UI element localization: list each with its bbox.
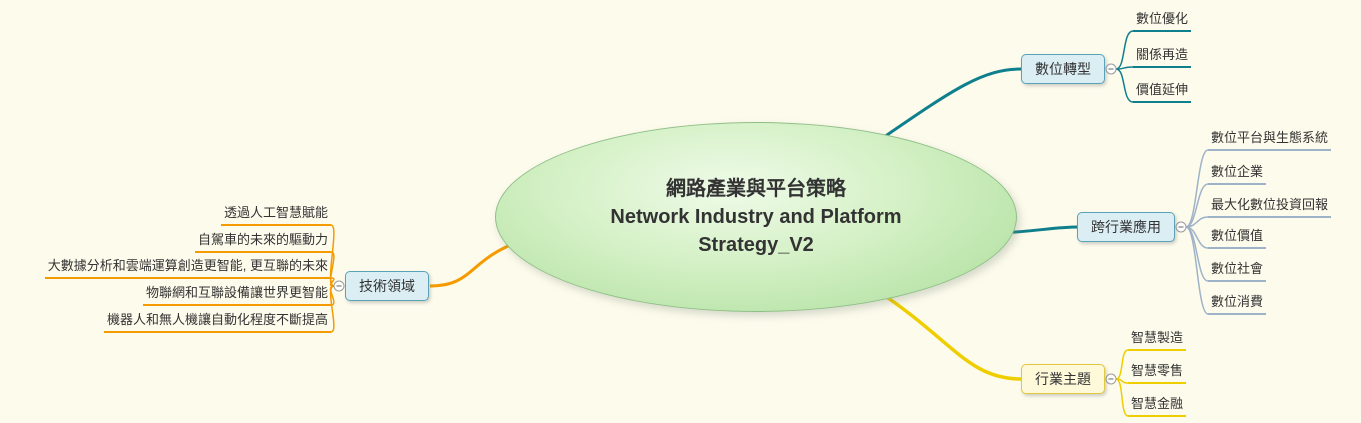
- connector-child: [329, 251, 335, 287]
- central-topic-title-en: Network Industry and Platform: [610, 206, 902, 228]
- connector-group-technology-domains: [329, 224, 516, 333]
- branch-topic-cross-industry[interactable]: 跨行業應用: [1077, 212, 1175, 242]
- connector-child: [1185, 226, 1209, 315]
- subtopic-value-extension[interactable]: 價值延伸: [1133, 81, 1192, 103]
- connector-child: [1115, 349, 1129, 380]
- connector-child: [329, 285, 335, 333]
- branch-topic-technology-domains[interactable]: 技術領域: [345, 271, 429, 301]
- subtopic-iot-connected-devices[interactable]: 物聯網和互聯設備讓世界更智能: [142, 284, 331, 306]
- subtopic-digital-platform-ecosystem[interactable]: 數位平台與生態系統: [1208, 129, 1332, 151]
- central-topic-title-zh: 網路產業與平台策略: [666, 178, 846, 200]
- subtopic-bigdata-cloud[interactable]: 大數據分析和雲端運算創造更智能, 更互聯的未來: [44, 257, 331, 279]
- subtopic-smart-manufacturing[interactable]: 智慧製造: [1128, 329, 1187, 351]
- subtopic-digital-society[interactable]: 數位社會: [1208, 260, 1267, 282]
- subtopic-ai-empowerment[interactable]: 透過人工智慧賦能: [220, 204, 331, 226]
- subtopic-digital-enterprise[interactable]: 數位企業: [1208, 163, 1267, 185]
- connector-child: [1115, 378, 1129, 417]
- connector-child: [1185, 149, 1209, 228]
- connector-group-cross-industry-children: [1185, 149, 1209, 315]
- connector-main-digital-transformation: [864, 67, 1022, 152]
- collapse-toggle-industry-themes[interactable]: [1105, 373, 1117, 385]
- central-topic[interactable]: 網路產業與平台策略 Network Industry and Platform …: [495, 122, 1017, 312]
- subtopic-self-driving-future[interactable]: 自駕車的未來的驅動力: [194, 231, 331, 253]
- subtopic-smart-finance[interactable]: 智慧金融: [1128, 395, 1187, 417]
- connector-main-industry-themes: [864, 281, 1022, 381]
- subtopic-digital-value[interactable]: 數位價值: [1208, 227, 1267, 249]
- collapse-toggle-technology-domains[interactable]: [333, 280, 345, 292]
- branch-topic-digital-transformation[interactable]: 數位轉型: [1021, 54, 1105, 84]
- collapse-toggle-cross-industry[interactable]: [1175, 221, 1187, 233]
- subtopic-maximize-digital-roi[interactable]: 最大化數位投資回報: [1208, 196, 1332, 218]
- subtopic-digital-optimization[interactable]: 數位優化: [1133, 10, 1192, 32]
- central-topic-version: Strategy_V2: [698, 234, 814, 256]
- subtopic-smart-retail[interactable]: 智慧零售: [1128, 362, 1187, 384]
- branch-topic-industry-themes[interactable]: 行業主題: [1021, 364, 1105, 394]
- connector-main-technology-domains: [429, 241, 516, 288]
- collapse-toggle-digital-transformation[interactable]: [1105, 63, 1117, 75]
- connector-child: [1115, 30, 1134, 70]
- subtopic-relationship-rebuild[interactable]: 關係再造: [1133, 46, 1192, 68]
- subtopic-digital-consumption[interactable]: 數位消費: [1208, 293, 1267, 315]
- connector-group-industry-themes: [864, 281, 1129, 417]
- subtopic-robots-drones-automation[interactable]: 機器人和無人機讓自動化程度不斷提高: [103, 311, 331, 333]
- connector-group-digital-transformation: [864, 30, 1134, 152]
- connector-child: [1115, 68, 1134, 103]
- connector-child: [1185, 183, 1209, 228]
